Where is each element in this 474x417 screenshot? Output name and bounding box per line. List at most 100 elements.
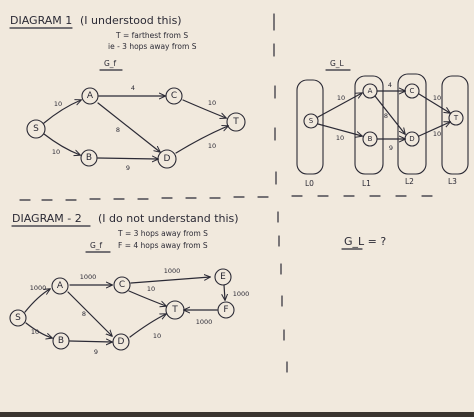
- layered-edges: [317, 91, 450, 139]
- d2-edge-d-t: [129, 314, 166, 338]
- d2-edge-b-d: [69, 341, 112, 342]
- layer-0-box: [296, 79, 324, 175]
- edge-a-d: [97, 102, 160, 152]
- d2-weight-b-d: 9: [94, 348, 98, 356]
- l-weight-b-d: 9: [389, 144, 393, 152]
- d1-node-c: C: [165, 87, 183, 105]
- l-edge-c-t: [418, 93, 450, 113]
- divider-line: [273, 13, 288, 373]
- svg-text:B: B: [368, 135, 373, 143]
- svg-text:D: D: [164, 154, 171, 164]
- l-edge-a-d: [374, 95, 405, 134]
- weight-s-a: 10: [54, 100, 62, 108]
- svg-text:T: T: [232, 117, 239, 127]
- svg-text:T: T: [171, 305, 178, 315]
- d1-node-b: B: [80, 149, 98, 167]
- l-edge-s-a: [317, 93, 362, 118]
- d2-edge-e-f: [224, 284, 225, 300]
- edge-s-b: [43, 133, 80, 155]
- svg-text:A: A: [57, 281, 64, 291]
- d1-node-d: D: [157, 149, 177, 169]
- diagram1-graph-label: G_f: [99, 59, 123, 71]
- l-edge-s-b: [317, 123, 362, 136]
- d2-weight-d-t: 10: [153, 332, 161, 340]
- d2-weight-a-c: 1000: [80, 273, 97, 281]
- weight-a-c: 4: [131, 84, 135, 92]
- layer-2-box: [397, 73, 427, 175]
- l-weight-s-a: 10: [337, 94, 345, 102]
- d2-weight-s-a: 1000: [30, 284, 47, 292]
- svg-text:F: F: [223, 305, 228, 315]
- horizontal-divider: [19, 195, 433, 201]
- svg-text:C: C: [171, 91, 177, 101]
- l-weight-a-c: 4: [388, 81, 392, 89]
- weight-b-d: 9: [126, 164, 130, 172]
- svg-text:S: S: [15, 313, 21, 323]
- svg-text:C: C: [410, 87, 415, 95]
- layer-3-label: L3: [448, 177, 457, 186]
- svg-text:G_L: G_L: [330, 59, 345, 68]
- diagram1-title: DIAGRAM 1: [10, 14, 72, 27]
- d2-edge-c-e: [130, 277, 210, 284]
- diagram1-edges: [43, 96, 228, 159]
- d2-node-c: C: [113, 276, 131, 294]
- diagram1-comment: (I understood this): [80, 14, 182, 27]
- l-node-c: C: [404, 83, 420, 99]
- svg-text:A: A: [368, 87, 373, 95]
- l-weight-s-b: 10: [336, 134, 344, 142]
- d1-node-a: A: [81, 87, 99, 105]
- svg-text:C: C: [119, 280, 125, 290]
- svg-text:B: B: [58, 336, 64, 346]
- d1-node-t: T: [226, 112, 246, 132]
- svg-text:E: E: [220, 272, 226, 282]
- d2-weight-f-t: 1000: [196, 318, 213, 326]
- d2-node-d: D: [112, 333, 130, 351]
- question-gl: G_L = ?: [344, 235, 386, 248]
- d2-node-b: B: [52, 332, 70, 350]
- svg-text:G_f: G_f: [90, 241, 103, 250]
- d2-node-t: T: [165, 300, 185, 320]
- d2-edge-a-d: [67, 291, 112, 336]
- d1-node-s: S: [26, 119, 46, 139]
- svg-text:S: S: [33, 124, 39, 134]
- l-node-a: A: [362, 83, 378, 99]
- l-node-d: D: [404, 131, 420, 147]
- d2-weight-e-f: 1000: [233, 290, 250, 298]
- l-node-t: T: [448, 110, 464, 126]
- d2-weight-c-e: 1000: [164, 267, 181, 275]
- l-node-s: S: [303, 113, 319, 129]
- diagram2-comment: (I do not understand this): [98, 212, 239, 225]
- l-weight-c-t: 10: [433, 94, 441, 102]
- weight-c-t: 10: [208, 99, 216, 107]
- d2-edge-c-t: [128, 290, 166, 306]
- edge-s-a: [43, 100, 81, 124]
- diagram2-edges: [24, 277, 225, 342]
- svg-text:D: D: [409, 135, 414, 143]
- l-node-b: B: [362, 131, 378, 147]
- d2-weight-a-d: 8: [82, 310, 86, 318]
- weight-d-t: 10: [208, 142, 216, 150]
- diagram1-note-1: T = farthest from S: [115, 31, 188, 40]
- diagram1-note-2: ie - 3 hops away from S: [108, 42, 197, 51]
- d2-edge-s-a: [24, 289, 50, 313]
- svg-text:S: S: [309, 117, 314, 125]
- d2-node-e: E: [214, 268, 232, 286]
- layer-0-label: L0: [305, 179, 314, 188]
- layer-2-label: L2: [405, 177, 414, 186]
- edge-c-t: [182, 99, 226, 118]
- weight-a-d: 8: [116, 126, 120, 134]
- l-edge-d-t: [418, 122, 450, 137]
- d2-weight-s-b: 10: [31, 328, 39, 336]
- svg-text:A: A: [87, 91, 94, 101]
- diagram2-title: DIAGRAM - 2: [12, 212, 82, 225]
- svg-text:B: B: [86, 153, 92, 163]
- l-weight-a-d: 8: [384, 112, 388, 120]
- l-weight-d-t: 10: [433, 130, 441, 138]
- layered-graph-label: G_L: [325, 59, 351, 71]
- svg-text:D: D: [118, 337, 125, 347]
- d2-node-f: F: [217, 301, 235, 319]
- svg-text:T: T: [453, 114, 459, 122]
